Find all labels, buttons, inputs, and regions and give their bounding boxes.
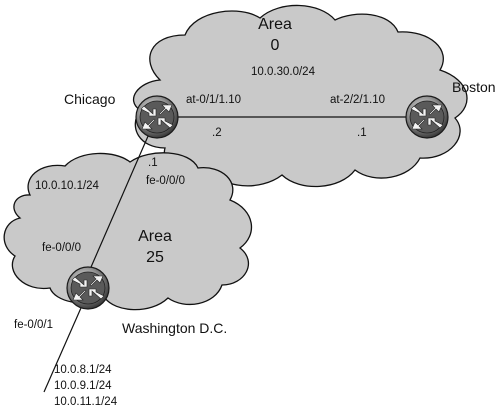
router-icon bbox=[405, 95, 449, 139]
link-chicago-washington bbox=[87, 126, 153, 275]
area-25-cloud bbox=[3, 152, 253, 311]
area-25-title: Area bbox=[138, 228, 172, 245]
area-0-id: 0 bbox=[271, 37, 280, 54]
chicago-host-address: .2 bbox=[212, 127, 222, 139]
router-washington-label: Washington D.C. bbox=[122, 320, 227, 336]
router-washington[interactable] bbox=[66, 266, 110, 310]
area-25-network: 10.0.10.1/24 bbox=[35, 180, 100, 192]
external-network-1: 10.0.8.1/24 bbox=[54, 364, 112, 376]
router-icon bbox=[66, 266, 110, 310]
boston-at-interface: at-2/2/1.10 bbox=[330, 94, 385, 106]
boston-host-address: .1 bbox=[357, 127, 367, 139]
router-boston[interactable] bbox=[405, 95, 449, 139]
washington-fe-interface: fe-0/0/0 bbox=[42, 242, 81, 254]
area-0-network: 10.0.30.0/24 bbox=[251, 66, 316, 78]
chicago-at-interface: at-0/1/1.10 bbox=[186, 94, 241, 106]
router-boston-label: Boston bbox=[452, 79, 496, 95]
router-icon bbox=[135, 95, 179, 139]
area-25-id: 25 bbox=[146, 249, 164, 266]
chicago-fe-host-address: .1 bbox=[148, 157, 158, 169]
router-chicago[interactable] bbox=[135, 95, 179, 139]
external-network-2: 10.0.9.1/24 bbox=[54, 380, 112, 392]
area-0-title: Area bbox=[258, 16, 292, 33]
washington-external-interface: fe-0/0/1 bbox=[14, 319, 53, 331]
external-network-3: 10.0.11.1/24 bbox=[54, 396, 118, 408]
chicago-fe-interface: fe-0/0/0 bbox=[146, 175, 185, 187]
link-washington-external bbox=[43, 291, 89, 393]
router-chicago-label: Chicago bbox=[64, 91, 116, 107]
